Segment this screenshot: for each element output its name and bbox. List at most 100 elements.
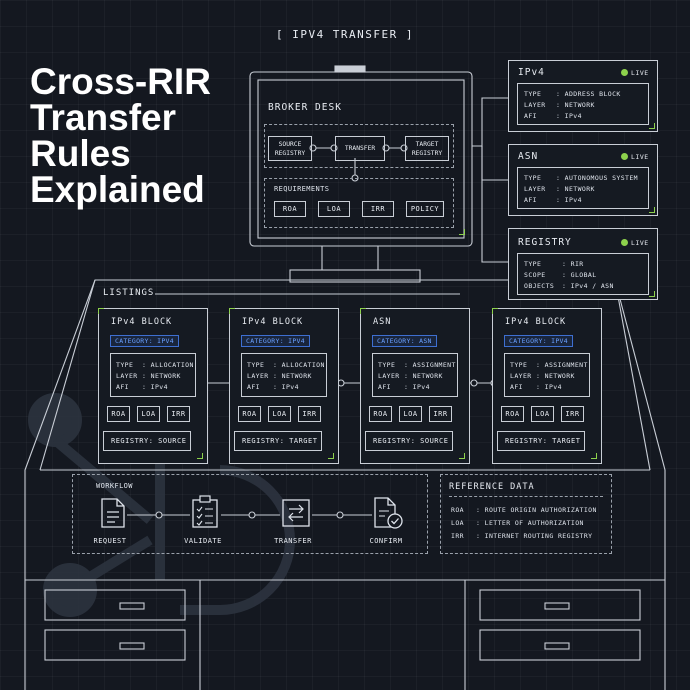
listing-card-title: ASN — [373, 317, 392, 327]
listing-card-title: IPv4 BLOCK — [111, 317, 173, 327]
flow-node-source-registry: SOURCE REGISTRY — [268, 136, 312, 161]
listing-chip: LOA — [268, 406, 291, 422]
workflow-step-label: TRANSFER — [274, 537, 312, 545]
detail-key: LAYER — [116, 372, 138, 380]
hero-line: Cross-RIR — [30, 61, 211, 102]
listing-card-title: IPv4 BLOCK — [242, 317, 304, 327]
detail-value: : ALLOCATION — [273, 361, 325, 369]
detail-key: AFI — [247, 383, 260, 391]
hero-line: Transfer — [30, 97, 177, 138]
corner-accent — [649, 123, 655, 129]
listing-card-title: IPv4 BLOCK — [505, 317, 567, 327]
detail-value: : RIR — [562, 260, 584, 268]
corner-accent — [328, 453, 334, 459]
listing-details: TYPE : ALLOCATION LAYER : NETWORK AFI : … — [110, 353, 196, 397]
reference-key: ROA — [451, 506, 464, 514]
listing-details: TYPE : ALLOCATION LAYER : NETWORK AFI : … — [241, 353, 327, 397]
detail-value: : NETWORK — [556, 185, 595, 193]
detail-value: : ASSIGNMENT — [404, 361, 456, 369]
reference-title: REFERENCE DATA — [449, 482, 535, 492]
reference-value: : ROUTE ORIGIN AUTHORIZATION — [476, 506, 597, 514]
detail-value: : IPv4 — [556, 196, 582, 204]
detail-key: LAYER — [524, 101, 546, 109]
corner-accent — [229, 308, 235, 314]
topic-tag: [ IPV4 TRANSFER ] — [275, 28, 415, 41]
detail-value: : GLOBAL — [562, 271, 597, 279]
panel-details: TYPE : AUTONOMOUS SYSTEM LAYER : NETWORK… — [517, 167, 649, 209]
detail-key: AFI — [116, 383, 129, 391]
detail-value: : IPv4 — [404, 383, 430, 391]
panel-title: IPv4 — [518, 67, 545, 78]
reference-value: : INTERNET ROUTING REGISTRY — [476, 532, 593, 540]
listing-card[interactable]: IPv4 BLOCK CATEGORY: IPV4 TYPE : ALLOCAT… — [229, 308, 339, 464]
detail-key: LAYER — [524, 185, 546, 193]
requirement-chip: POLICY — [406, 201, 444, 217]
side-panel-registry: REGISTRY LIVE TYPE : RIR SCOPE : GLOBAL … — [508, 228, 658, 300]
detail-value: : NETWORK — [404, 372, 443, 380]
listing-chip: ROA — [107, 406, 130, 422]
corner-accent — [492, 308, 498, 314]
requirement-chip: IRR — [362, 201, 394, 217]
listings-title: LISTINGS — [103, 288, 155, 298]
reference-value: : LETTER OF AUTHORIZATION — [476, 519, 584, 527]
document-check-icon — [374, 497, 403, 529]
flow-node-line: REGISTRY — [411, 149, 443, 157]
detail-key: AFI — [378, 383, 391, 391]
listing-card[interactable]: ASN CATEGORY: ASN TYPE : ASSIGNMENT LAYE… — [360, 308, 470, 464]
listing-card[interactable]: IPv4 BLOCK CATEGORY: IPV4 TYPE : ALLOCAT… — [98, 308, 208, 464]
detail-key: TYPE — [116, 361, 134, 369]
broker-desk-title: BROKER DESK — [268, 102, 342, 113]
flow-node-transfer: TRANSFER — [335, 136, 385, 161]
live-label: LIVE — [631, 69, 649, 77]
detail-value: : IPv4 — [556, 112, 582, 120]
listing-chip: IRR — [167, 406, 190, 422]
registry-label: REGISTRY: SOURCE — [103, 431, 191, 451]
detail-value: : IPv4 — [142, 383, 168, 391]
panel-details: TYPE : ADDRESS BLOCK LAYER : NETWORK AFI… — [517, 83, 649, 125]
reference-divider — [449, 496, 603, 497]
registry-label: REGISTRY: SOURCE — [365, 431, 453, 451]
detail-key: TYPE — [524, 174, 542, 182]
swap-arrows-icon — [282, 499, 310, 527]
detail-value: : IPv4 — [536, 383, 562, 391]
corner-accent — [649, 207, 655, 213]
side-panel-asn: ASN LIVE TYPE : AUTONOMOUS SYSTEM LAYER … — [508, 144, 658, 216]
detail-key: TYPE — [378, 361, 396, 369]
detail-key: AFI — [524, 112, 537, 120]
detail-key: TYPE — [510, 361, 528, 369]
flow-node-line: REGISTRY — [274, 149, 306, 157]
live-label: LIVE — [631, 239, 649, 247]
flow-node-line: TRANSFER — [344, 145, 376, 152]
workflow-step-label: REQUEST — [93, 537, 127, 545]
listing-chip: IRR — [561, 406, 584, 422]
detail-value: : IPv4 — [273, 383, 299, 391]
category-badge: CATEGORY: IPV4 — [241, 335, 310, 347]
detail-value: : AUTONOMOUS SYSTEM — [556, 174, 638, 182]
corner-accent — [459, 229, 465, 235]
reference-key: LOA — [451, 519, 464, 527]
workflow-title: WORKFLOW — [96, 482, 133, 490]
panel-title: REGISTRY — [518, 237, 572, 248]
listing-details: TYPE : ASSIGNMENT LAYER : NETWORK AFI : … — [504, 353, 590, 397]
detail-key: TYPE — [247, 361, 265, 369]
document-icon — [101, 498, 125, 528]
detail-value: : NETWORK — [536, 372, 575, 380]
listing-chip: ROA — [238, 406, 261, 422]
live-label: LIVE — [631, 153, 649, 161]
category-badge: CATEGORY: IPV4 — [504, 335, 573, 347]
corner-accent — [197, 453, 203, 459]
corner-accent — [459, 453, 465, 459]
listing-chip: LOA — [531, 406, 554, 422]
category-badge: CATEGORY: IPV4 — [110, 335, 179, 347]
category-badge: CATEGORY: ASN — [372, 335, 437, 347]
detail-key: AFI — [524, 196, 537, 204]
flow-node-line: SOURCE — [278, 140, 302, 148]
side-panel-ipv4: IPv4 LIVE TYPE : ADDRESS BLOCK LAYER : N… — [508, 60, 658, 132]
flow-node-line: TARGET — [415, 140, 439, 148]
detail-key: LAYER — [247, 372, 269, 380]
listing-card[interactable]: IPv4 BLOCK CATEGORY: IPV4 TYPE : ASSIGNM… — [492, 308, 602, 464]
listing-chip: LOA — [399, 406, 422, 422]
hero-title: Cross-RIR Transfer Rules Explained — [30, 61, 240, 208]
detail-value: : NETWORK — [273, 372, 312, 380]
